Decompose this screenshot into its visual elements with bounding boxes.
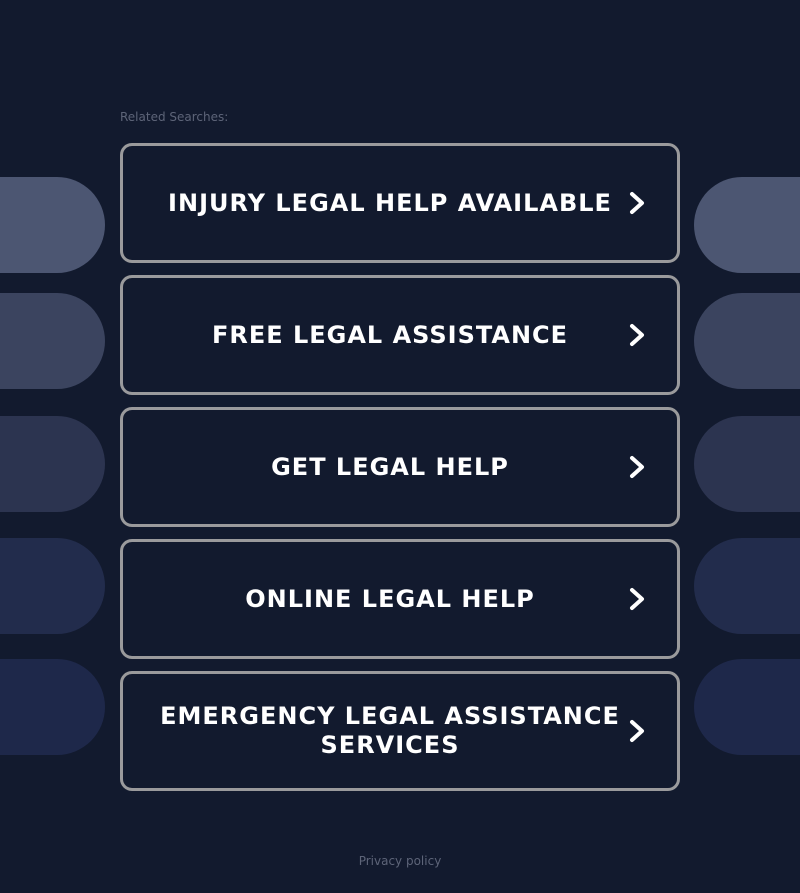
search-link-injury-legal-help[interactable]: INJURY LEGAL HELP AVAILABLE [120, 143, 680, 263]
search-link-label: FREE LEGAL ASSISTANCE [211, 320, 569, 349]
privacy-policy-link[interactable]: Privacy policy [358, 854, 442, 868]
search-link-label: GET LEGAL HELP [271, 452, 509, 481]
search-link-label: EMERGENCY LEGAL ASSISTANCE SERVICES [160, 702, 620, 759]
search-link-label: INJURY LEGAL HELP AVAILABLE [168, 188, 612, 217]
decor-pill-left-1 [0, 177, 105, 273]
decor-pill-left-4 [0, 538, 105, 634]
search-link-online-legal-help[interactable]: ONLINE LEGAL HELP [120, 539, 680, 659]
decor-pill-right-3 [694, 416, 800, 512]
search-link-label: ONLINE LEGAL HELP [245, 584, 535, 613]
decor-pill-right-5 [694, 659, 800, 755]
chevron-right-icon [630, 720, 644, 742]
decor-pill-left-2 [0, 293, 105, 389]
search-link-free-legal-assistance[interactable]: FREE LEGAL ASSISTANCE [120, 275, 680, 395]
related-searches-label: Related Searches: [120, 110, 229, 124]
decor-pill-left-3 [0, 416, 105, 512]
chevron-right-icon [630, 324, 644, 346]
decor-pill-right-4 [694, 538, 800, 634]
chevron-right-icon [630, 456, 644, 478]
search-link-emergency-legal-assistance[interactable]: EMERGENCY LEGAL ASSISTANCE SERVICES [120, 671, 680, 791]
search-link-get-legal-help[interactable]: GET LEGAL HELP [120, 407, 680, 527]
decor-pill-right-1 [694, 177, 800, 273]
chevron-right-icon [630, 192, 644, 214]
decor-pill-left-5 [0, 659, 105, 755]
chevron-right-icon [630, 588, 644, 610]
decor-pill-right-2 [694, 293, 800, 389]
